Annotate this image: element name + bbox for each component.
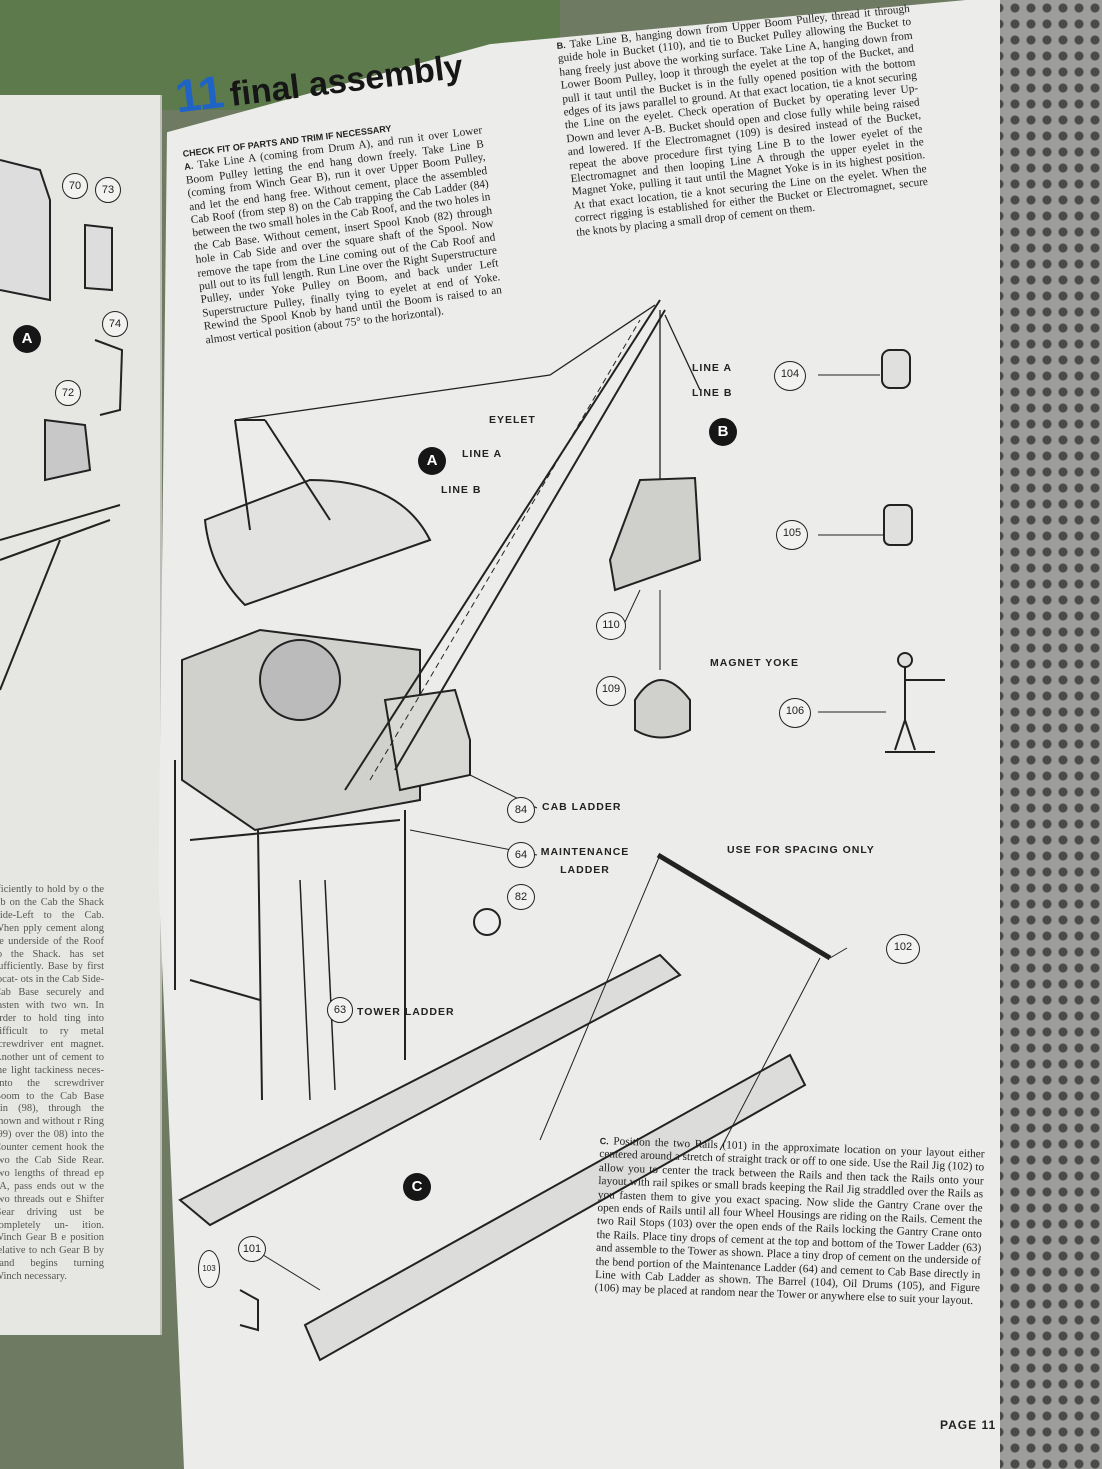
label-cab-ladder: CAB LADDER — [542, 801, 622, 813]
step-c-body: Position the two Rails (101) in the appr… — [594, 1135, 985, 1308]
boom-cables — [234, 304, 656, 421]
boom — [344, 299, 666, 791]
label-use-for-spacing: USE FOR SPACING ONLY — [727, 844, 875, 856]
callout-110: 110 — [596, 612, 626, 640]
cab-roof — [203, 478, 432, 607]
callout-70: 70 — [62, 173, 88, 199]
cab-body — [181, 628, 421, 832]
step-marker-c: C — [403, 1173, 431, 1201]
callout-63: 63 — [327, 997, 353, 1023]
winch-gear — [259, 639, 341, 721]
callout-106: 106 — [779, 698, 811, 728]
left-boom — [0, 504, 121, 691]
step-b-text: B. Take Line B, hanging down from Upper … — [556, 3, 930, 240]
step-c-text: C. Position the two Rails (101) in the a… — [594, 1135, 984, 1309]
bucket — [608, 476, 702, 592]
callout-109: 109 — [596, 676, 626, 706]
label-line-a: LINE A — [462, 448, 503, 460]
page-number: PAGE 11 — [940, 1418, 997, 1432]
step-c-marker: C. — [599, 1135, 609, 1147]
left-part-73 — [84, 223, 113, 292]
callout-105: 105 — [776, 520, 808, 550]
label-maintenance-ladder: MAINTENANCE LADDER — [540, 846, 630, 876]
section-number: 11 — [172, 65, 227, 123]
label-line-b-right: LINE B — [692, 387, 733, 399]
left-page — [0, 95, 162, 1335]
step-b-body: Take Line B, hanging down from Upper Boo… — [557, 2, 929, 239]
label-magnet-yoke: MAGNET YOKE — [710, 657, 799, 669]
step-a-text: CHECK FIT OF PARTS AND TRIM IF NECESSARY… — [182, 111, 504, 347]
barrel — [881, 349, 911, 389]
rail-stop — [239, 1289, 259, 1332]
figure — [885, 665, 945, 753]
callout-103: 103 — [198, 1250, 220, 1288]
rail-lower — [303, 1053, 807, 1362]
tower-frame — [174, 760, 406, 1101]
callout-101: 101 — [238, 1236, 266, 1262]
left-part-72 — [44, 418, 92, 482]
tower-ladder — [299, 879, 336, 1101]
left-step-marker: A — [13, 325, 41, 353]
callout-82: 82 — [507, 884, 535, 910]
callout-102: 102 — [886, 934, 920, 964]
callout-74: 74 — [102, 311, 128, 337]
step-marker-b: B — [709, 418, 737, 446]
callout-73: 73 — [95, 177, 121, 203]
step-a-marker: A. — [183, 161, 194, 173]
rail-jig — [656, 852, 832, 961]
line-a-b — [659, 310, 701, 480]
label-line-b: LINE B — [441, 484, 482, 496]
label-line-a-right: LINE A — [692, 362, 733, 374]
label-tower-ladder: TOWER LADDER — [357, 1006, 455, 1018]
rail-upper — [178, 953, 682, 1227]
shack — [383, 688, 471, 792]
left-part-shape — [0, 159, 51, 302]
callout-104: 104 — [774, 361, 806, 391]
step-marker-a: A — [418, 447, 446, 475]
step-a-body: Take Line A (coming from Drum A), and ru… — [185, 124, 503, 347]
callout-64: 64 — [507, 842, 535, 868]
label-eyelet: EYELET — [489, 414, 536, 426]
left-part-74 — [94, 339, 124, 416]
callout-72: 72 — [55, 380, 81, 406]
electromagnet — [634, 679, 691, 739]
boom-lattice — [369, 319, 641, 781]
oil-drum — [883, 504, 913, 546]
spool-knob — [473, 908, 501, 936]
left-page-text: fficiently to hold by o the rib on the C… — [0, 884, 104, 1283]
cab-roof-frame — [234, 419, 331, 531]
step-b-marker: B. — [556, 40, 567, 51]
callout-84: 84 — [507, 797, 535, 823]
